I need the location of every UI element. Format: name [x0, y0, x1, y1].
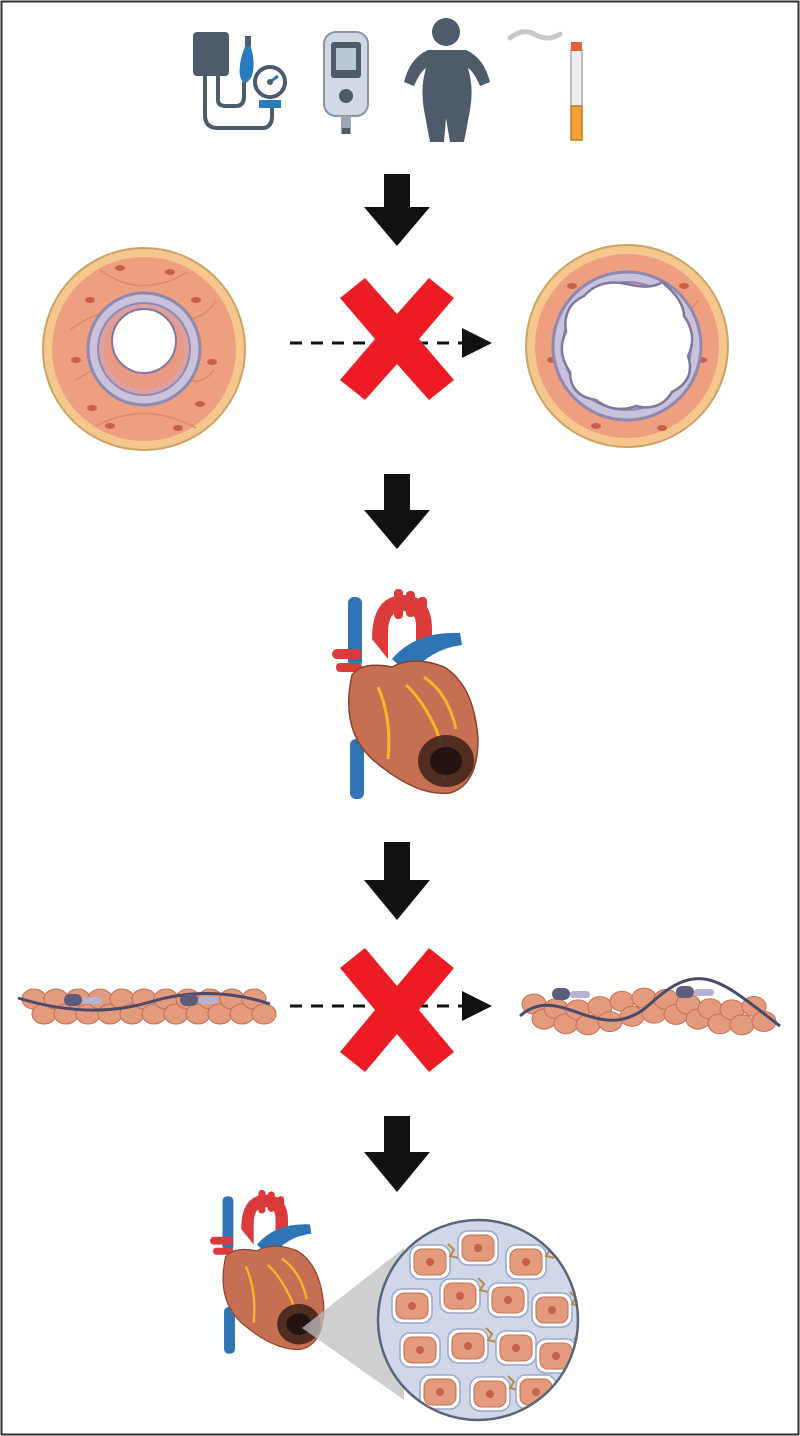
sarcomere-node [64, 994, 82, 1006]
obese-person-icon [404, 18, 490, 142]
sarcomere-filament [82, 997, 102, 1004]
fibrotic-tissue-magnifier [376, 1218, 580, 1422]
sarcomere-node [552, 988, 570, 1000]
blocked-cross-1 [340, 278, 454, 400]
titin-strand [518, 977, 781, 1028]
down-arrow-2 [364, 474, 430, 549]
down-arrow-4 [364, 1116, 430, 1192]
sarcomere-node [180, 994, 198, 1006]
infarcted-heart-icon [210, 1190, 325, 1354]
cell-nucleus [532, 1388, 540, 1396]
blood-pressure-monitor-icon [193, 32, 287, 130]
blocked-cross-2 [340, 948, 454, 1072]
cell-nucleus [474, 1244, 482, 1252]
healthy-artery-cross-section [42, 247, 246, 451]
fibroblast [485, 1327, 497, 1343]
cell-nucleus [522, 1258, 530, 1266]
cell-nucleus [456, 1292, 464, 1300]
sarcomere-filament [198, 997, 218, 1004]
straight-myofibril [17, 988, 277, 1025]
myocyte-cell [251, 1003, 277, 1025]
glucose-meter-icon [323, 31, 369, 134]
magnifier-cone [302, 1248, 404, 1400]
fibroblast [507, 1375, 519, 1391]
myocyte-cell [729, 1014, 755, 1036]
cell-nucleus [552, 1352, 560, 1360]
fibroblast [477, 1277, 489, 1293]
cell-nucleus [512, 1344, 520, 1352]
fibroblast [447, 1243, 459, 1259]
remodeled-artery-cross-section [525, 244, 729, 448]
wavy-myofibril [518, 977, 781, 1036]
down-arrow-3 [364, 842, 430, 920]
cell-nucleus [548, 1306, 556, 1314]
sarcomere-filament [694, 989, 714, 996]
cell-nucleus [436, 1388, 444, 1396]
cell-nucleus [464, 1342, 472, 1350]
cigarette-icon [507, 29, 583, 141]
titin-strand [17, 992, 271, 1012]
cell-nucleus [504, 1296, 512, 1304]
cell-nucleus [416, 1346, 424, 1354]
cell-nucleus [426, 1258, 434, 1266]
cell-nucleus [486, 1390, 494, 1398]
down-arrow-1 [364, 174, 430, 246]
infarcted-heart-icon [332, 589, 479, 799]
sarcomere-node [676, 986, 694, 998]
sarcomere-filament [570, 991, 590, 998]
cell-nucleus [408, 1302, 416, 1310]
